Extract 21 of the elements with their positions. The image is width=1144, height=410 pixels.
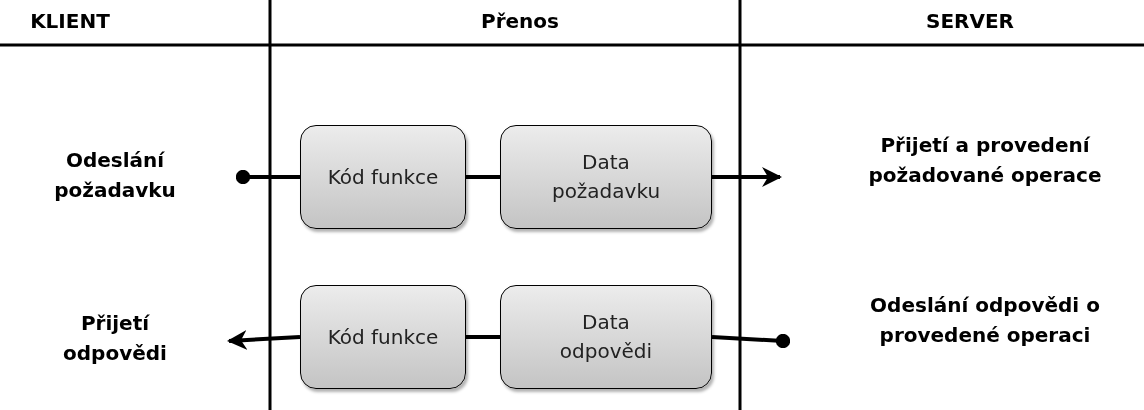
step-label: Odeslání odpovědi o provedené operaci (869, 292, 1101, 349)
step-label: Přijetí odpovědi (62, 310, 168, 367)
step-label: Odeslání požadavku (53, 147, 177, 204)
column-header: SERVER (925, 8, 1015, 35)
process-box (500, 125, 712, 229)
box-label: Kód funkce (326, 323, 440, 351)
connector-line (711, 333, 791, 349)
column-header: Přenos (480, 8, 560, 35)
arrow (712, 167, 782, 187)
connector-line (466, 175, 500, 179)
box-label: Data odpovědi (558, 309, 654, 365)
process-box (500, 285, 712, 389)
step-label: Přijetí a provedení požadované operace (867, 132, 1103, 189)
box-label: Kód funkce (326, 163, 440, 191)
connector-line (466, 335, 500, 339)
column-header: KLIENT (29, 8, 111, 35)
box-label: Data požadavku (550, 149, 662, 205)
process-box (300, 285, 466, 389)
process-box (300, 125, 466, 229)
arrow (227, 330, 301, 350)
connector-line (235, 169, 300, 185)
